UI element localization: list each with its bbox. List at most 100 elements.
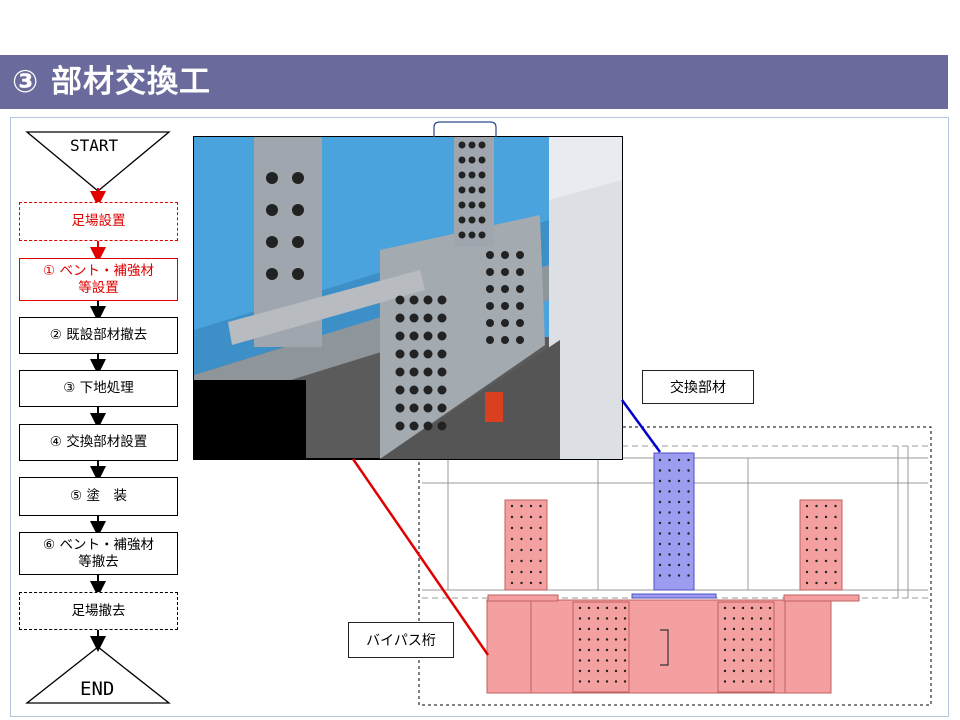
bolt <box>516 285 524 293</box>
bolt <box>510 581 514 585</box>
bolt <box>824 537 828 541</box>
bolt <box>614 680 618 683</box>
bolt <box>437 331 447 341</box>
bolt <box>437 385 447 395</box>
bolt <box>815 581 818 585</box>
bolt <box>677 532 681 535</box>
bolt <box>768 627 772 631</box>
flow-step-3: ③ 下地処理 <box>19 370 178 407</box>
bolt <box>723 627 727 631</box>
bolt <box>587 627 591 631</box>
bolt <box>723 617 727 620</box>
splice-plate-left <box>504 499 548 591</box>
bolt <box>741 606 745 610</box>
bolt <box>510 504 514 508</box>
bolt <box>587 638 591 641</box>
bypass-girder-label: バイパス桁 <box>348 622 454 658</box>
bolt <box>687 542 690 546</box>
bolt <box>614 648 618 652</box>
bolt <box>578 669 582 673</box>
bolt <box>501 251 509 259</box>
bolt <box>516 302 524 310</box>
site-photo <box>193 136 623 460</box>
bolt <box>687 479 690 483</box>
title-bar: ③ 部材交換工 <box>0 55 948 109</box>
bolt <box>658 479 662 483</box>
bolt <box>677 574 681 577</box>
bolt <box>815 515 818 519</box>
bolt <box>478 141 486 149</box>
bolt <box>501 285 509 293</box>
bolt <box>741 680 745 683</box>
bolt <box>824 559 828 563</box>
bolt <box>596 669 600 673</box>
bolt <box>486 285 494 293</box>
bolt <box>605 617 609 620</box>
bolt <box>501 302 509 310</box>
splice-plate-right <box>799 499 843 591</box>
flow-step-2: ② 既設部材撤去 <box>19 317 178 354</box>
bolt <box>723 606 727 610</box>
bolt <box>486 302 494 310</box>
bolt <box>395 295 405 305</box>
bolt <box>750 617 754 620</box>
bolt <box>668 521 671 525</box>
bolt <box>768 680 772 683</box>
bolt <box>510 548 514 552</box>
bolt <box>510 537 514 541</box>
bolt <box>578 617 582 620</box>
bolt <box>668 469 671 472</box>
bolt <box>677 553 681 556</box>
bolt <box>805 559 809 563</box>
bolt <box>741 638 745 641</box>
bolt <box>520 559 523 563</box>
bolt <box>395 403 405 413</box>
bolt <box>423 331 433 341</box>
bolt <box>658 500 662 504</box>
bolt <box>468 201 476 209</box>
end-terminal <box>25 646 171 704</box>
bolt <box>458 171 466 179</box>
bolt <box>668 542 671 546</box>
bolt <box>677 521 681 525</box>
bolt <box>759 638 763 641</box>
bolt <box>486 319 494 327</box>
bolt <box>437 313 447 323</box>
replacement-member-label: 交換部材 <box>642 370 754 404</box>
bolt <box>587 648 591 652</box>
bolt <box>750 648 754 652</box>
bolt <box>458 141 466 149</box>
bolt <box>437 421 447 431</box>
bolt <box>687 458 690 462</box>
bolt <box>658 574 662 577</box>
bolt <box>750 606 754 610</box>
bolt <box>605 606 609 610</box>
bolt <box>824 581 828 585</box>
bolt <box>805 570 809 574</box>
page-title: ③ 部材交換工 <box>12 64 212 100</box>
bolt <box>605 680 609 683</box>
bolt <box>529 570 533 574</box>
bolt <box>539 537 542 541</box>
bolt <box>732 680 736 683</box>
bolt <box>732 638 736 641</box>
bolt <box>759 617 763 620</box>
bolt <box>587 617 591 620</box>
bolt <box>815 548 818 552</box>
bolt <box>529 526 533 530</box>
bolt <box>723 680 727 683</box>
bolt <box>501 336 509 344</box>
bolt <box>409 421 419 431</box>
bolt <box>750 627 754 631</box>
bolt <box>687 500 690 504</box>
bolt <box>687 469 690 472</box>
bolt <box>529 559 533 563</box>
bolt <box>605 627 609 631</box>
bolt <box>516 319 524 327</box>
bolt <box>723 659 727 662</box>
start-label: START <box>70 136 119 155</box>
bolt <box>805 537 809 541</box>
bolt <box>516 251 524 259</box>
bolt <box>732 627 736 631</box>
